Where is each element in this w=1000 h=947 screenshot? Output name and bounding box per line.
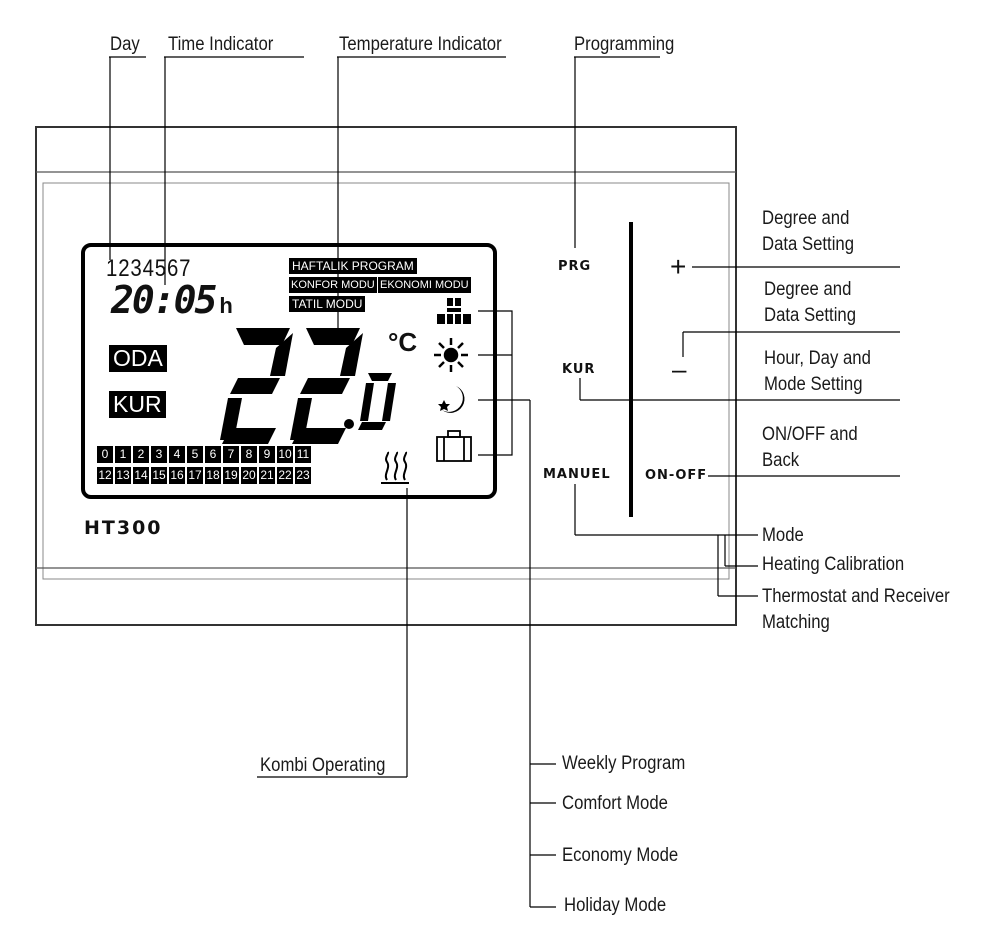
lcd-ekonomi-badge: EKONOMI MODU (378, 277, 471, 293)
kur-button[interactable]: KUR (562, 362, 596, 377)
label-heating-calibration: Heating Calibration (762, 554, 905, 575)
lcd-hour-cell: 16 (169, 467, 185, 484)
device-model: HT300 (84, 517, 163, 539)
onoff-button[interactable]: ON-OFF (645, 468, 708, 483)
lcd-days: 1234567 (106, 255, 192, 282)
lcd-hour-cell: 1 (115, 446, 131, 463)
label-holiday-mode: Holiday Mode (564, 895, 667, 916)
label-day: Day (110, 34, 140, 55)
lcd-kur-badge: KUR (109, 391, 166, 418)
lcd-unit: °C (388, 327, 418, 357)
device-face (42, 182, 730, 580)
temp-digits (220, 328, 396, 444)
label-economy-mode: Economy Mode (562, 845, 679, 866)
prg-button[interactable]: PRG (558, 259, 592, 274)
label-programming: Programming (574, 34, 675, 55)
mode-icons-bracket (478, 310, 513, 456)
lcd-hour-cell: 14 (133, 467, 149, 484)
lcd-hour-cell: 6 (205, 446, 221, 463)
lcd-hour-cell: 21 (259, 467, 275, 484)
heat-wave-icon (381, 451, 409, 484)
lcd-hour-cell: 19 (223, 467, 239, 484)
lcd-hour-cell: 20 (241, 467, 257, 484)
lcd-hour-cell: 15 (151, 467, 167, 484)
lcd-tatil-badge: TATIL MODU (289, 296, 366, 312)
lcd-hour-cell: 23 (295, 467, 311, 484)
lcd-hour-cell: 0 (97, 446, 113, 463)
lcd-hour-cell: 4 (169, 446, 185, 463)
lcd-panel (81, 243, 497, 499)
lcd-hour-cell: 12 (97, 467, 113, 484)
moon-icon (438, 386, 465, 413)
label-temperature-indicator: Temperature Indicator (339, 34, 502, 55)
lcd-hour-cell: 22 (277, 467, 293, 484)
minus-button[interactable]: – (672, 354, 687, 384)
lcd-hour-cell: 8 (241, 446, 257, 463)
lcd-hour-cell: 10 (277, 446, 293, 463)
lcd-hour-cell: 17 (187, 467, 203, 484)
suitcase-icon (436, 430, 472, 462)
label-comfort-mode: Comfort Mode (562, 793, 668, 814)
lcd-hour-cell: 3 (151, 446, 167, 463)
sun-icon (434, 338, 468, 372)
lcd-hour-cell: 2 (133, 446, 149, 463)
manuel-button[interactable]: MANUEL (543, 467, 611, 482)
lcd-hour-cell: 7 (223, 446, 239, 463)
label-weekly-program: Weekly Program (562, 753, 686, 774)
lcd-hour-cell: 9 (259, 446, 275, 463)
plus-button[interactable]: + (670, 251, 687, 282)
lcd-hour-cell: 11 (295, 446, 311, 463)
weekly-program-icon (437, 298, 471, 324)
lcd-hour-cell: 13 (115, 467, 131, 484)
lcd-hour-cell: 18 (205, 467, 221, 484)
lcd-konfor-badge: KONFOR MODU (289, 277, 377, 293)
lcd-hour-cell: 5 (187, 446, 203, 463)
label-mode: Mode (762, 525, 804, 546)
device-housing (35, 126, 737, 626)
lcd-program-badge: HAFTALIK PROGRAM (289, 258, 417, 274)
label-kombi-operating: Kombi Operating (260, 755, 386, 776)
label-time-indicator: Time Indicator (168, 34, 274, 55)
lcd-oda-badge: ODA (109, 345, 167, 372)
